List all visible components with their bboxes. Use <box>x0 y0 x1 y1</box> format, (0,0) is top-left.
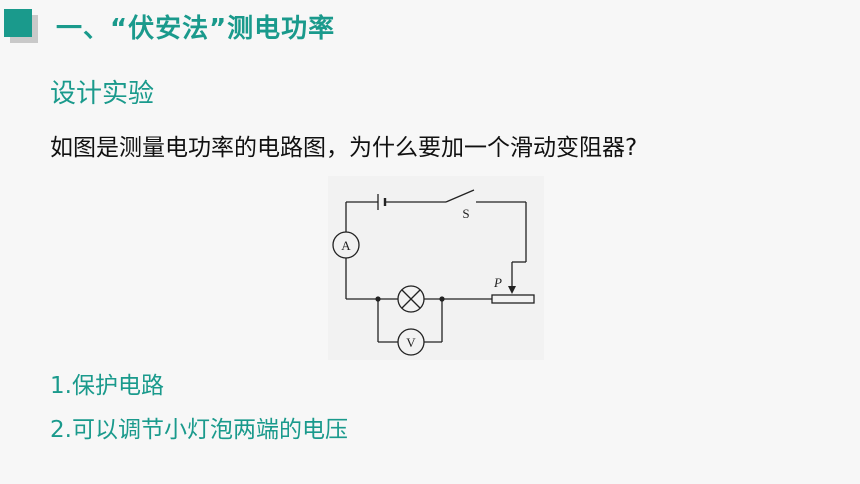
ammeter-label: A <box>341 238 351 253</box>
voltmeter-label: V <box>406 335 416 350</box>
answer-item-2: 2.可以调节小灯泡两端的电压 <box>50 417 348 443</box>
circuit-diagram: A V S P <box>328 176 544 360</box>
junction-dot-right <box>439 296 445 302</box>
title-marker-square <box>4 9 32 37</box>
answer-item-1: 1.保护电路 <box>50 373 164 399</box>
slider-label: P <box>493 275 502 290</box>
section-subtitle: 设计实验 <box>50 79 155 109</box>
circuit-svg: A V S P <box>332 189 535 356</box>
switch-blade <box>445 189 475 203</box>
switch-label: S <box>462 206 469 221</box>
slider-arrow-head <box>508 286 516 294</box>
question-text: 如图是测量电功率的电路图，为什么要加一个滑动变阻器? <box>50 135 638 161</box>
junction-dot-left <box>375 296 381 302</box>
page-title: 一、“伏安法”测电功率 <box>56 14 336 44</box>
lamp-cross-2 <box>401 289 421 309</box>
rheostat-resistor <box>491 294 535 304</box>
title-marker-icon <box>4 9 40 43</box>
